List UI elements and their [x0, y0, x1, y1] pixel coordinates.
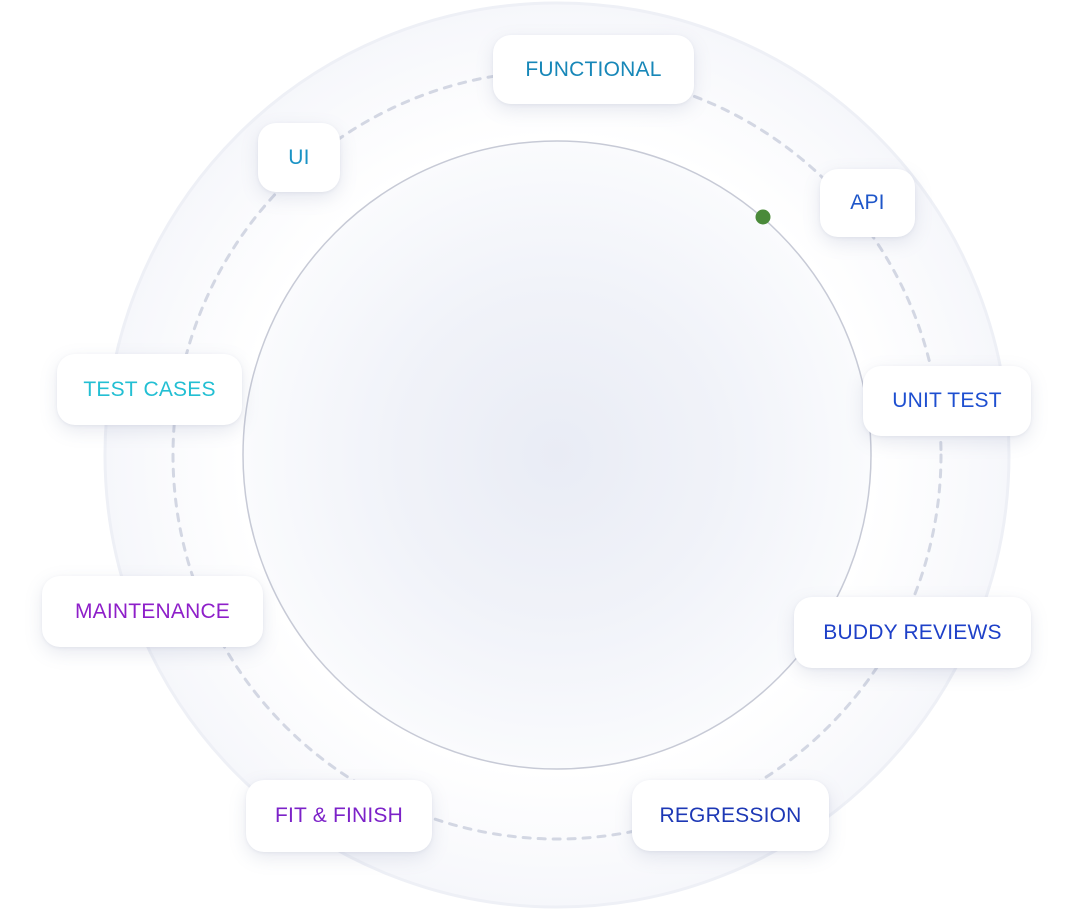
- stage-label: UI: [288, 145, 310, 169]
- stage-label: TEST CASES: [83, 377, 216, 401]
- stage-card-unit-test[interactable]: UNIT TEST: [863, 366, 1031, 436]
- stage-label: UNIT TEST: [892, 389, 1002, 412]
- stage-label: REGRESSION: [659, 803, 802, 827]
- stage-card-test-cases[interactable]: TEST CASES: [57, 354, 242, 425]
- stage-card-regression[interactable]: REGRESSION: [632, 780, 829, 851]
- inner-circle: [242, 140, 872, 770]
- progress-indicator-dot: [755, 209, 771, 225]
- stage-card-maintenance[interactable]: MAINTENANCE: [42, 576, 263, 647]
- dashed-orbit: [171, 69, 943, 841]
- stage-label: FUNCTIONAL: [525, 57, 662, 81]
- stage-card-api[interactable]: API: [820, 169, 915, 237]
- stage-card-ui[interactable]: UI: [258, 123, 340, 192]
- stage-card-fit-and-finish[interactable]: FIT & FINISH: [246, 780, 432, 852]
- stage-label: FIT & FINISH: [274, 804, 404, 827]
- stage-label: MAINTENANCE: [74, 599, 231, 623]
- stage-label: API: [850, 191, 885, 214]
- stage-card-buddy-reviews[interactable]: BUDDY REVIEWS: [794, 597, 1031, 668]
- stage-card-functional[interactable]: FUNCTIONAL: [493, 35, 694, 104]
- stage-label: BUDDY REVIEWS: [823, 620, 1002, 644]
